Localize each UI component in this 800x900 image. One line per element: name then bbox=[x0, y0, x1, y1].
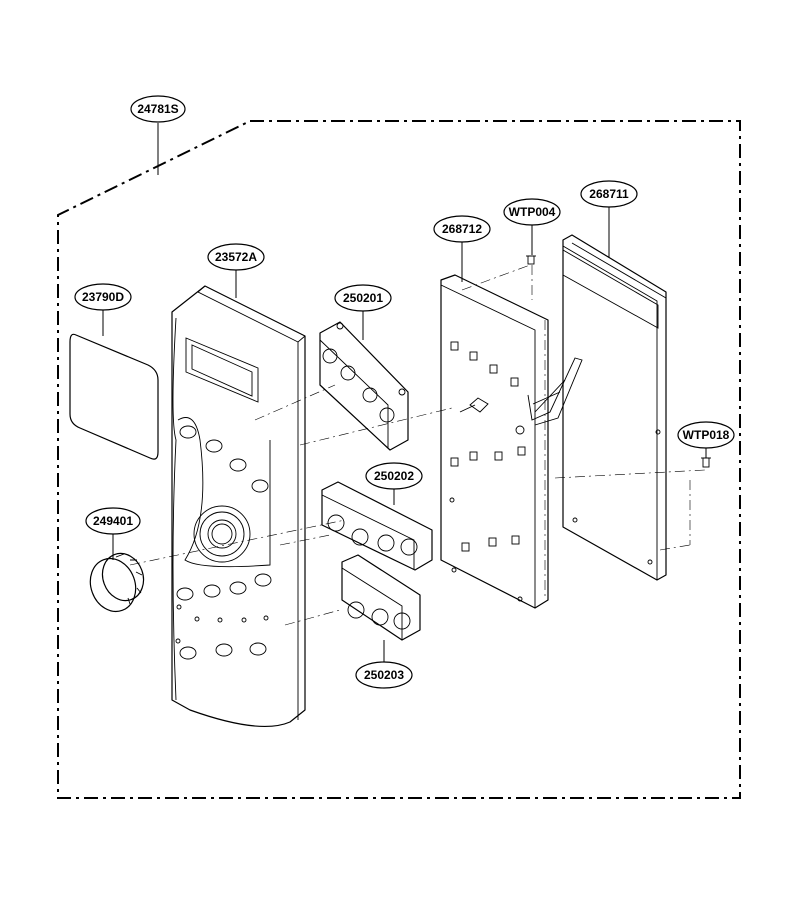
tact-switches-b bbox=[327, 514, 418, 556]
control-knob-part bbox=[89, 552, 145, 613]
part-label-switch-a-text: 250201 bbox=[343, 291, 383, 305]
part-label-switch-b: 250202 bbox=[365, 462, 423, 490]
part-label-membrane-text: 268711 bbox=[589, 187, 629, 201]
part-label-front-panel-text: 23572A bbox=[215, 250, 257, 264]
part-label-pcb-text: 268712 bbox=[442, 222, 482, 236]
part-label-front-panel: 23572A bbox=[207, 243, 265, 271]
membrane-part bbox=[562, 234, 667, 581]
pcb-part bbox=[440, 274, 583, 609]
part-label-screw-right-text: WTP018 bbox=[683, 428, 730, 442]
part-label-switch-a: 250201 bbox=[334, 284, 392, 312]
projection-lines bbox=[129, 264, 706, 626]
part-label-switch-b-text: 250202 bbox=[374, 469, 414, 483]
part-label-assembly: 24781S bbox=[130, 95, 186, 123]
part-label-window: 23790D bbox=[74, 283, 132, 311]
display-window-part bbox=[69, 333, 159, 460]
part-label-knob-text: 249401 bbox=[93, 514, 133, 528]
screw-right-part bbox=[701, 457, 711, 468]
screw-top-part bbox=[526, 255, 536, 265]
part-label-switch-c-text: 250203 bbox=[364, 668, 404, 682]
part-label-screw-right: WTP018 bbox=[677, 421, 735, 449]
switch-board-part-b bbox=[321, 481, 433, 571]
pcb-components bbox=[449, 341, 526, 602]
assembly-boundary bbox=[57, 120, 741, 799]
switch-board-part-c bbox=[341, 554, 421, 641]
switch-board-part-a bbox=[319, 321, 409, 451]
tact-switches-c bbox=[347, 601, 411, 630]
part-label-assembly-text: 24781S bbox=[137, 102, 178, 116]
part-label-window-text: 23790D bbox=[82, 290, 124, 304]
panel-button-holes bbox=[175, 425, 272, 660]
front-panel-part bbox=[171, 285, 306, 728]
tact-switches-a bbox=[322, 348, 395, 423]
leader-lines bbox=[102, 123, 707, 662]
part-label-switch-c: 250203 bbox=[355, 661, 413, 689]
part-label-knob: 249401 bbox=[85, 507, 141, 535]
part-label-screw-top-text: WTP004 bbox=[509, 205, 556, 219]
part-label-screw-top: WTP004 bbox=[503, 198, 561, 226]
part-label-pcb: 268712 bbox=[433, 215, 491, 243]
part-label-membrane: 268711 bbox=[580, 180, 638, 208]
